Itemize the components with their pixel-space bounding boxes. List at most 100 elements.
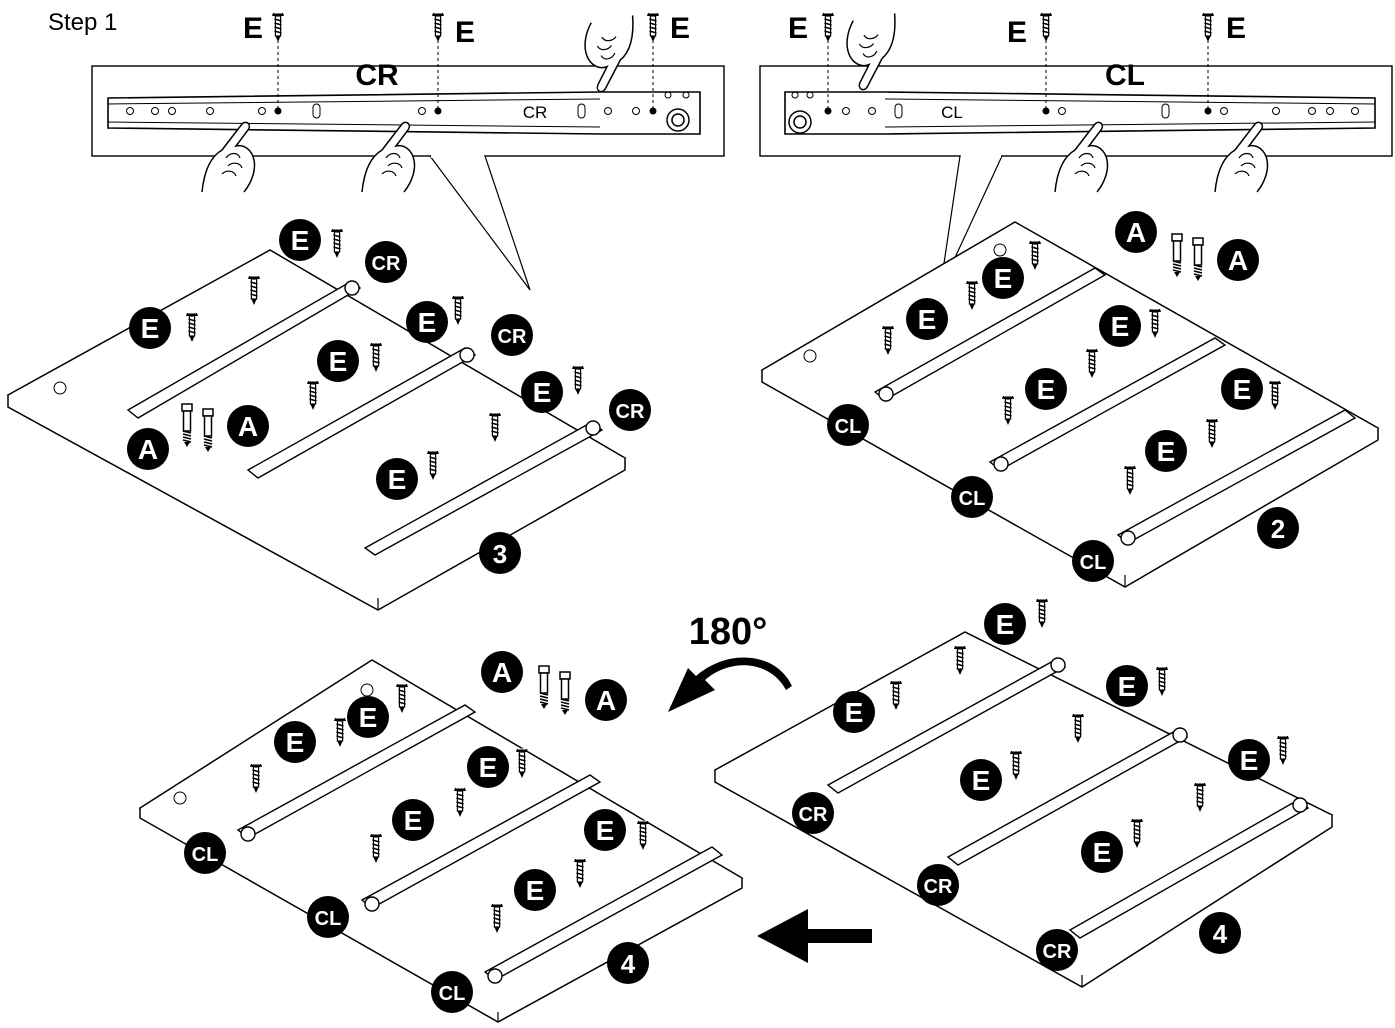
badge-e: E xyxy=(467,746,509,788)
svg-text:E: E xyxy=(1111,311,1130,342)
svg-text:A: A xyxy=(238,411,258,442)
screw-label-e: E xyxy=(670,12,690,45)
badge-cl: CL xyxy=(1072,540,1114,582)
svg-text:E: E xyxy=(1240,745,1259,776)
screw-label-e: E xyxy=(455,16,475,49)
cam-dowel-icon xyxy=(1192,237,1204,282)
cr-rail-detail: CR CR E E E xyxy=(91,12,725,291)
svg-text:A: A xyxy=(1126,217,1146,248)
cam-dowel-icon xyxy=(559,671,571,716)
svg-text:E: E xyxy=(526,875,545,906)
screw-icon xyxy=(1201,12,1215,43)
cl-rail-detail: CL CL E E E xyxy=(759,12,1393,291)
badge-cl: CL xyxy=(431,971,473,1013)
svg-text:A: A xyxy=(492,657,512,688)
svg-text:E: E xyxy=(972,765,991,796)
screw-icon xyxy=(821,12,835,43)
badge-e: E xyxy=(1106,665,1148,707)
svg-text:CR: CR xyxy=(498,326,527,348)
svg-text:E: E xyxy=(286,727,305,758)
svg-text:E: E xyxy=(1118,671,1137,702)
svg-text:E: E xyxy=(994,263,1013,294)
badge-e: E xyxy=(906,298,948,340)
badge-e: E xyxy=(279,219,321,261)
svg-text:E: E xyxy=(329,346,348,377)
svg-text:E: E xyxy=(291,225,310,256)
screw-icon xyxy=(1039,12,1053,43)
screw-label-e: E xyxy=(1226,12,1246,45)
badge-e: E xyxy=(376,458,418,500)
count-bottom-left: 4 xyxy=(621,949,636,979)
badge-cr: CR xyxy=(609,389,651,431)
count-bottom-right: 4 xyxy=(1213,919,1228,949)
badge-a: A xyxy=(1115,211,1157,253)
badge-e: E xyxy=(1221,368,1263,410)
cl-detail-label: CL xyxy=(1105,59,1145,92)
badge-count: 3 xyxy=(479,532,521,574)
badge-cl: CL xyxy=(184,832,226,874)
badge-e: E xyxy=(1145,430,1187,472)
svg-text:E: E xyxy=(404,805,423,836)
svg-text:E: E xyxy=(1093,837,1112,868)
badge-e: E xyxy=(521,371,563,413)
badge-e: E xyxy=(392,799,434,841)
svg-text:E: E xyxy=(479,752,498,783)
badge-cl: CL xyxy=(827,404,869,446)
svg-text:A: A xyxy=(138,434,158,465)
svg-text:E: E xyxy=(1037,374,1056,405)
badge-count: 2 xyxy=(1257,507,1299,549)
screw-icon xyxy=(1276,735,1290,766)
panel-top-right: A A E E E E E CL E CL 2 CL xyxy=(760,211,1380,588)
svg-text:CL: CL xyxy=(192,844,219,866)
svg-text:E: E xyxy=(918,304,937,335)
svg-text:E: E xyxy=(1157,436,1176,467)
badge-e: E xyxy=(406,301,448,343)
svg-text:E: E xyxy=(845,697,864,728)
badge-e: E xyxy=(960,759,1002,801)
badge-e: E xyxy=(1099,305,1141,347)
cam-dowel-icon xyxy=(538,665,550,710)
svg-text:E: E xyxy=(596,815,615,846)
svg-text:CR: CR xyxy=(1043,941,1072,963)
badge-e: E xyxy=(1228,739,1270,781)
badge-a: A xyxy=(585,679,627,721)
badge-e: E xyxy=(129,307,171,349)
badge-cr: CR xyxy=(917,864,959,906)
badge-e: E xyxy=(833,691,875,733)
badge-e: E xyxy=(1081,831,1123,873)
badge-e: E xyxy=(1025,368,1067,410)
badge-e: E xyxy=(982,257,1024,299)
svg-text:A: A xyxy=(596,685,616,716)
badge-a: A xyxy=(481,651,523,693)
badge-e: E xyxy=(274,721,316,763)
count-top-left: 3 xyxy=(493,539,507,569)
move-left-arrow-icon xyxy=(757,909,872,963)
badge-e: E xyxy=(984,603,1026,645)
badge-cr: CR xyxy=(365,241,407,283)
badge-cr: CR xyxy=(1036,929,1078,971)
svg-text:CR: CR xyxy=(372,253,401,275)
svg-text:CR: CR xyxy=(799,804,828,826)
panel-bottom-right: E E E E E CR E CR 4 CR xyxy=(713,598,1334,988)
badge-e: E xyxy=(317,340,359,382)
cr-rail-print: CR xyxy=(523,103,548,122)
screw-label-e: E xyxy=(243,12,263,45)
screw-icon xyxy=(271,12,285,43)
screw-icon xyxy=(1035,598,1049,629)
badge-cl: CL xyxy=(307,896,349,938)
screw-icon xyxy=(1155,666,1169,697)
screw-label-e: E xyxy=(1007,16,1027,49)
svg-text:CL: CL xyxy=(835,416,862,438)
badge-count: 4 xyxy=(607,942,649,984)
svg-text:CL: CL xyxy=(439,983,466,1005)
screw-icon xyxy=(330,228,344,259)
cr-detail-label: CR xyxy=(355,59,399,92)
badge-cr: CR xyxy=(491,314,533,356)
svg-text:CR: CR xyxy=(616,401,645,423)
panel-bottom-left: A A E E E E E CL E CL 4 CL xyxy=(138,651,744,1023)
svg-text:E: E xyxy=(388,464,407,495)
screw-icon xyxy=(646,12,660,43)
svg-text:E: E xyxy=(1233,374,1252,405)
badge-a: A xyxy=(127,428,169,470)
